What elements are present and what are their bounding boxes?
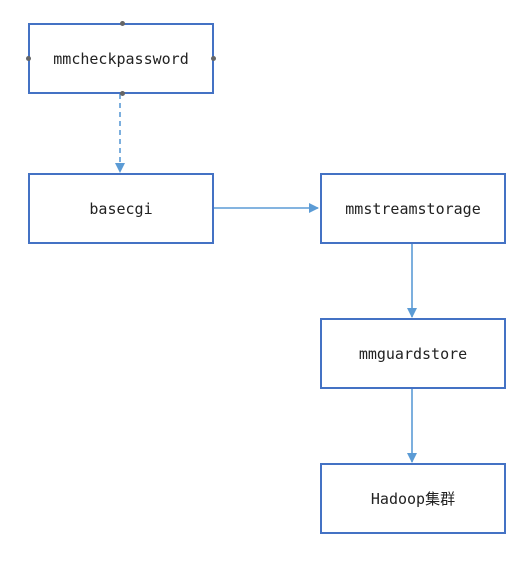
node-basecgi[interactable]: basecgi: [28, 173, 214, 244]
node-mmguardstore[interactable]: mmguardstore: [320, 318, 506, 389]
node-label: mmstreamstorage: [345, 199, 481, 218]
selection-handle-right[interactable]: [211, 56, 216, 61]
node-label: Hadoop集群: [370, 490, 456, 508]
node-label: mmguardstore: [358, 344, 468, 363]
node-mmcheckpassword[interactable]: mmcheckpassword: [26, 21, 216, 96]
node-mmstreamstorage[interactable]: mmstreamstorage: [320, 173, 506, 244]
selection-handle-left[interactable]: [26, 56, 31, 61]
node-hadoop[interactable]: Hadoop集群: [320, 463, 506, 534]
node-label: mmcheckpassword: [53, 49, 189, 68]
selection-handle-bottom[interactable]: [120, 91, 125, 96]
node-label: basecgi: [89, 199, 153, 218]
selection-handle-top[interactable]: [120, 21, 125, 26]
